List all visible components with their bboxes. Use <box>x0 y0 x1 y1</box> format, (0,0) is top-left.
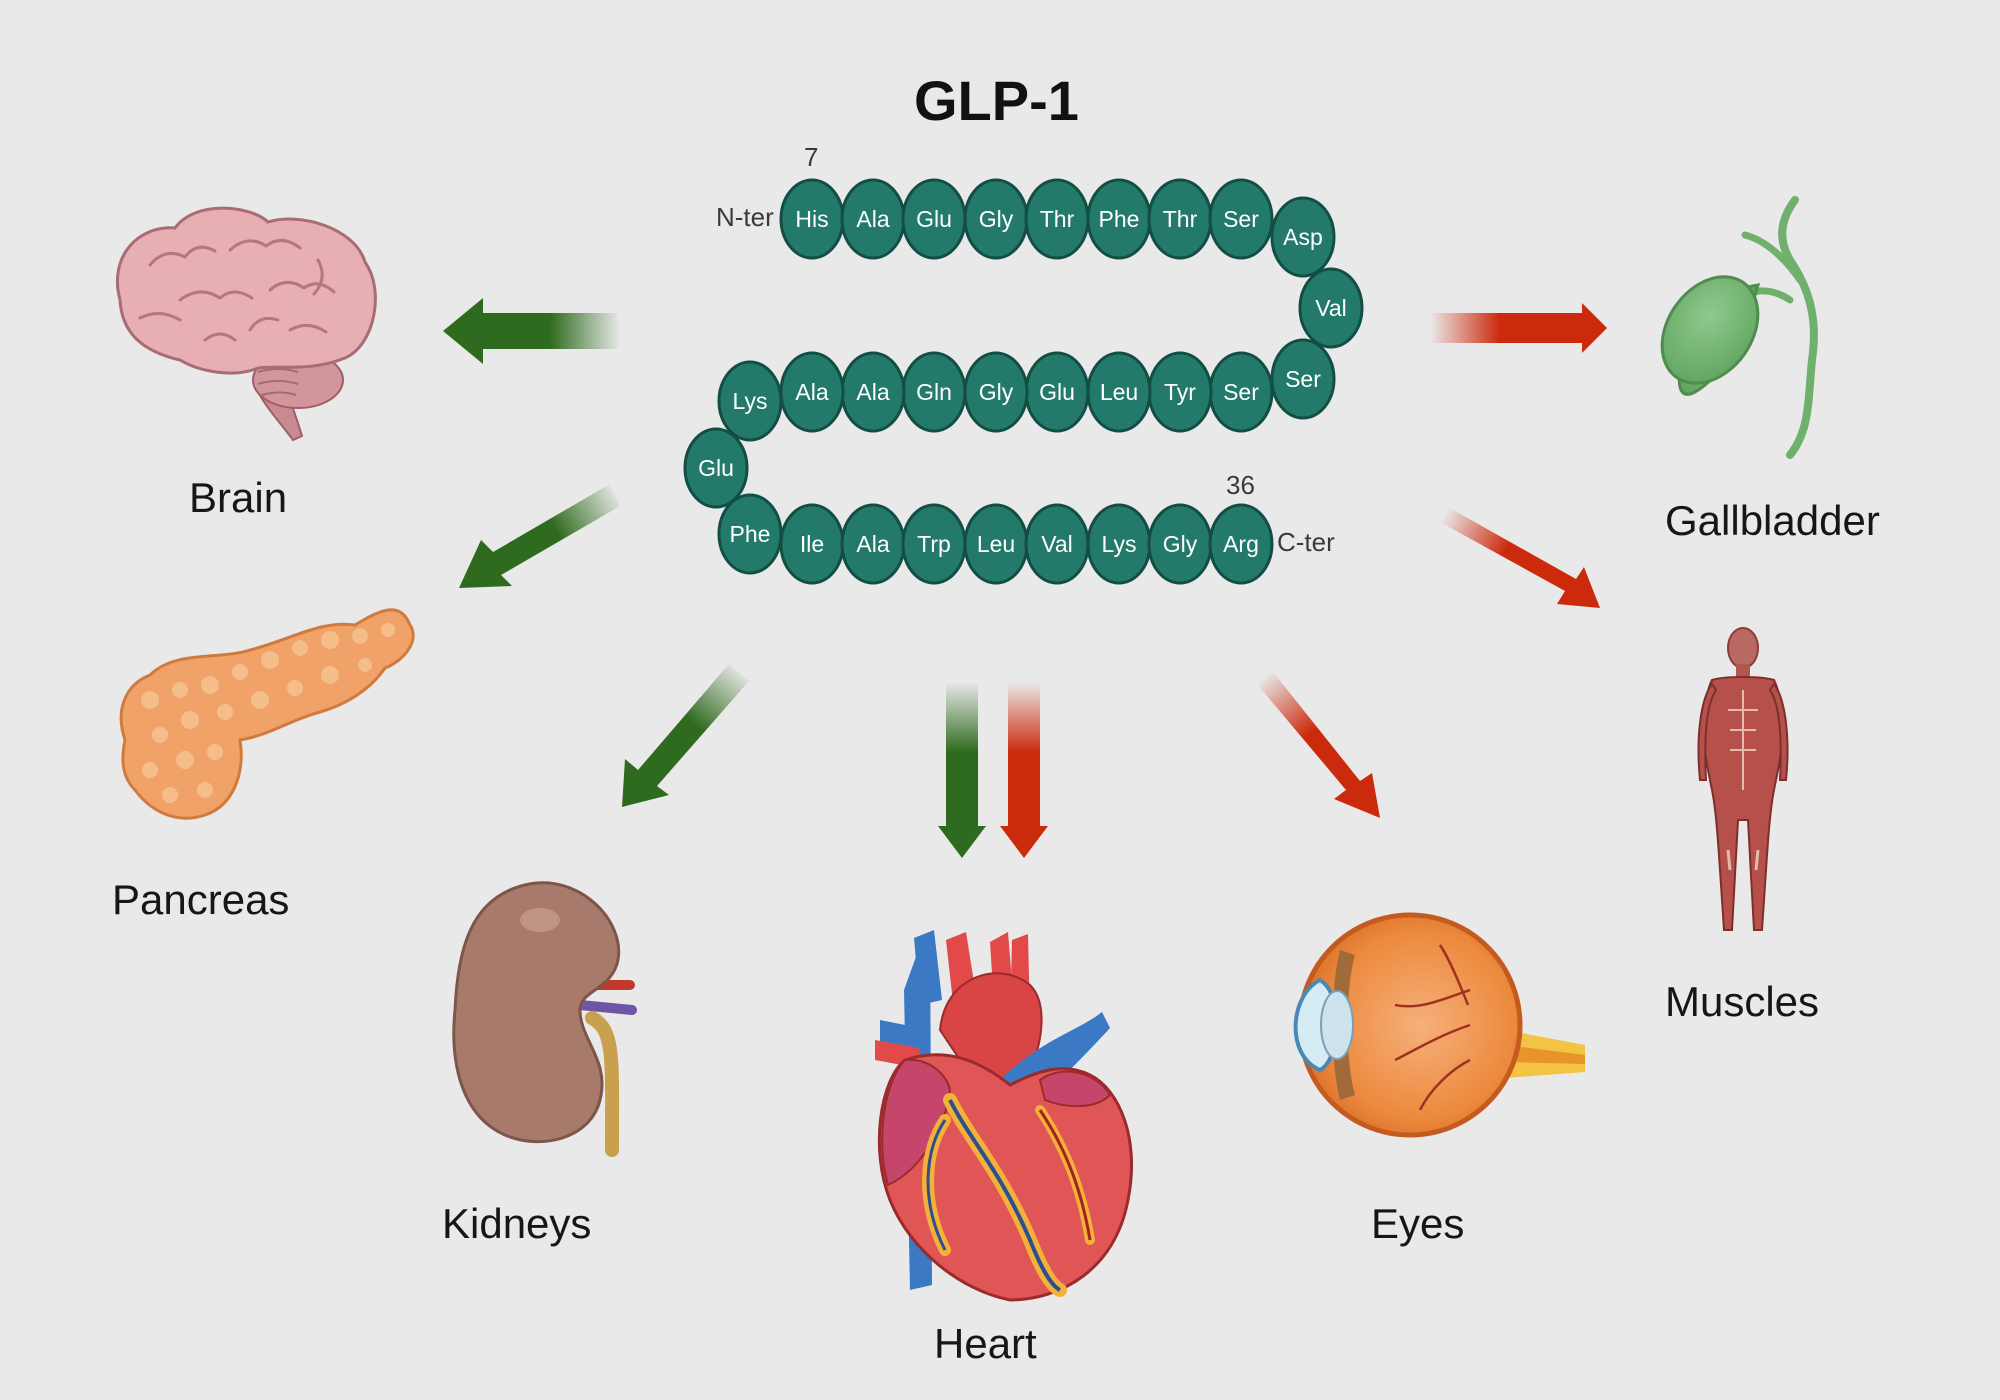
residue-bead: Leu <box>1086 351 1152 433</box>
residue-label: Lys <box>1102 531 1137 557</box>
residue-bead: His <box>779 178 845 260</box>
residue-bead: Gln <box>901 351 967 433</box>
muscles-illustration <box>1697 627 1789 931</box>
residue-bead: Thr <box>1147 178 1213 260</box>
gallbladder-illustration <box>1660 196 1818 459</box>
residue-label: Arg <box>1223 531 1259 557</box>
brain-illustration <box>115 206 377 442</box>
residue-label: Gln <box>916 379 952 405</box>
heart-illustration <box>875 930 1133 1302</box>
residue-label: His <box>795 206 828 232</box>
residue-label: Ala <box>856 206 889 232</box>
residue-label: Ser <box>1223 206 1259 232</box>
residue-bead: Phe <box>717 493 783 575</box>
residue-bead: Glu <box>1024 351 1090 433</box>
residue-label: Ser <box>1285 366 1321 392</box>
residue-label: Asp <box>1283 224 1323 250</box>
residue-bead: Tyr <box>1147 351 1213 433</box>
residue-circle <box>1270 196 1336 278</box>
residue-bead: Ala <box>840 351 906 433</box>
residue-bead: Arg <box>1208 503 1274 585</box>
residue-label: Phe <box>730 521 771 547</box>
residue-bead: Thr <box>1024 178 1090 260</box>
residue-label: Val <box>1315 295 1347 321</box>
residue-bead: Ser <box>1208 351 1274 433</box>
residue-bead: Phe <box>1086 178 1152 260</box>
arrow-to-eyes <box>1257 672 1380 818</box>
residue-bead: Val <box>1298 267 1364 349</box>
residue-bead: Gly <box>1147 503 1213 585</box>
residue-label: Glu <box>916 206 952 232</box>
arrow-to-brain <box>443 298 620 364</box>
residue-label: Gly <box>979 379 1014 405</box>
pancreas-illustration <box>119 608 415 820</box>
arrow-to-heart-green <box>938 682 986 858</box>
residue-circle <box>1208 178 1274 260</box>
residue-bead: Gly <box>963 178 1029 260</box>
residue-bead: Val <box>1024 503 1090 585</box>
residue-label: Ser <box>1223 379 1259 405</box>
residue-label: Glu <box>698 455 734 481</box>
arrow-to-gallbladder <box>1430 303 1607 353</box>
residue-label: Leu <box>1100 379 1138 405</box>
residue-bead: Gly <box>963 351 1029 433</box>
kidneys-label: Kidneys <box>442 1200 592 1247</box>
residue-bead: Lys <box>1086 503 1152 585</box>
residue-label: Leu <box>977 531 1015 557</box>
arrow-to-pancreas <box>459 484 620 588</box>
residue-bead: Ala <box>840 178 906 260</box>
n-terminus-label: N-ter <box>716 202 774 232</box>
residue-circle <box>683 427 749 509</box>
residue-label: Tyr <box>1164 379 1196 405</box>
arrow-to-muscles <box>1440 507 1600 608</box>
diagram-title: GLP-1 <box>914 69 1079 132</box>
residue-label: Ala <box>856 379 889 405</box>
eyes-label: Eyes <box>1371 1200 1465 1247</box>
residue-bead: Leu <box>963 503 1029 585</box>
residue-label: Val <box>1041 531 1073 557</box>
residue-bead: Lys <box>717 360 783 442</box>
residue-label: Phe <box>1099 206 1140 232</box>
residue-label: Trp <box>917 531 951 557</box>
end-residue-number: 36 <box>1226 470 1255 500</box>
residue-bead: Asp <box>1270 196 1336 278</box>
residue-bead: Ala <box>840 503 906 585</box>
residue-circle <box>717 360 783 442</box>
residue-bead: Ser <box>1208 178 1274 260</box>
residue-label: Gly <box>979 206 1014 232</box>
residue-bead: Glu <box>901 178 967 260</box>
kidney-illustration <box>452 881 637 1157</box>
arrow-to-kidneys <box>622 664 749 807</box>
residue-circle <box>1298 267 1364 349</box>
residue-label: Lys <box>733 388 768 414</box>
c-terminus-label: C-ter <box>1277 527 1335 557</box>
eye-illustration <box>1293 912 1585 1138</box>
residue-bead: Ile <box>779 503 845 585</box>
residue-label: Ile <box>800 531 824 557</box>
residue-bead: Glu <box>683 427 749 509</box>
residue-label: Glu <box>1039 379 1075 405</box>
heart-label: Heart <box>934 1320 1037 1367</box>
residue-label: Gly <box>1163 531 1198 557</box>
residue-circle <box>1208 503 1274 585</box>
residue-label: Thr <box>1040 206 1075 232</box>
residue-label: Ala <box>856 531 889 557</box>
residue-bead: Ala <box>779 351 845 433</box>
start-residue-number: 7 <box>804 142 819 172</box>
residue-circle <box>1270 338 1336 420</box>
arrow-to-heart-red <box>1000 682 1048 858</box>
muscles-label: Muscles <box>1665 978 1820 1025</box>
brain-label: Brain <box>189 474 288 521</box>
gallbladder-label: Gallbladder <box>1665 497 1880 544</box>
residue-bead: Trp <box>901 503 967 585</box>
residue-label: Ala <box>795 379 828 405</box>
residue-bead: Ser <box>1270 338 1336 420</box>
residue-label: Thr <box>1163 206 1198 232</box>
pancreas-label: Pancreas <box>112 876 290 923</box>
